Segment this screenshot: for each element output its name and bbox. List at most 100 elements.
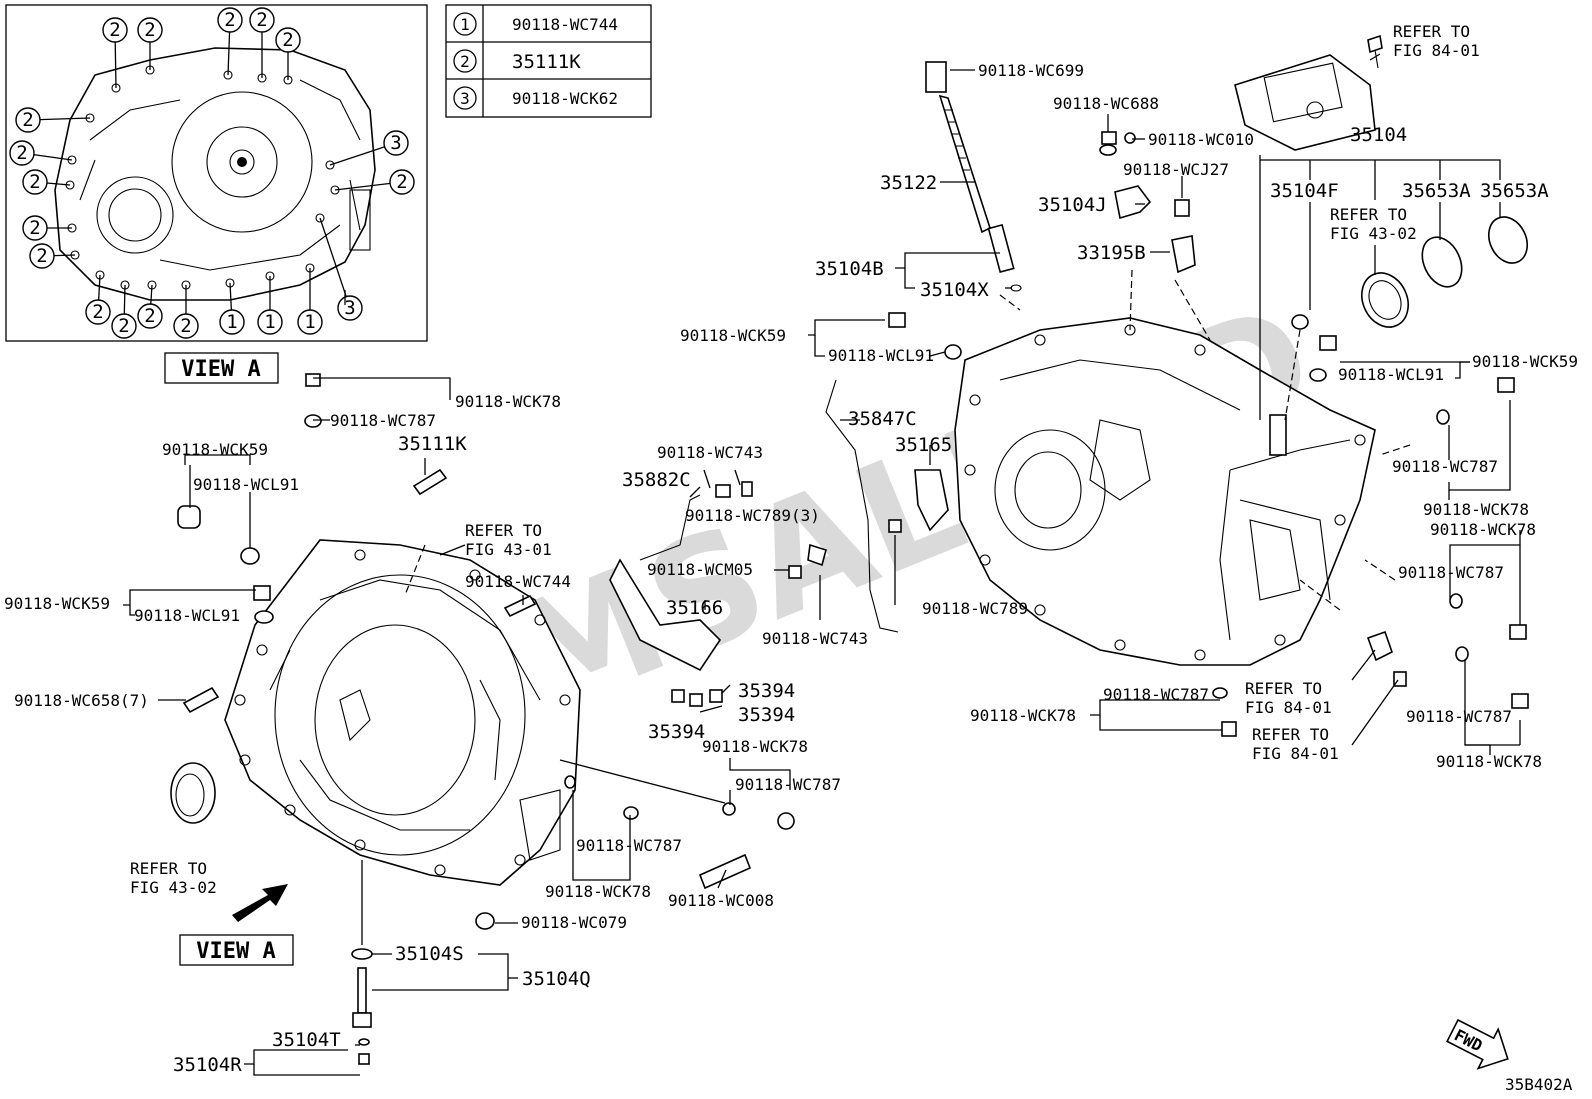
label-35847c: 35847C bbox=[848, 408, 917, 430]
label-wc787-top: 90118-WC787 bbox=[330, 411, 436, 430]
label-wck59-left2: 90118-WCK59 bbox=[4, 594, 110, 613]
label-wc787-r3: 90118-WC787 bbox=[1406, 707, 1512, 726]
oil-seal bbox=[170, 762, 216, 824]
label-35122: 35122 bbox=[880, 172, 937, 194]
view-a-label-top: VIEW A bbox=[164, 352, 279, 384]
label-wc789-3: 90118-WC789(3) bbox=[685, 506, 820, 525]
label-wc699: 90118-WC699 bbox=[978, 61, 1084, 80]
label-35394-b: 35394 bbox=[738, 704, 795, 726]
transaxle-case bbox=[954, 317, 1376, 666]
label-wc658: 90118-WC658(7) bbox=[14, 691, 149, 710]
view-arrow-icon bbox=[232, 884, 288, 922]
legend-num-2: 2 bbox=[460, 52, 470, 71]
label-35394-a: 35394 bbox=[738, 680, 795, 702]
label-35394-c: 35394 bbox=[648, 721, 705, 743]
inset-callout-number: 2 bbox=[109, 19, 120, 41]
label-35111k: 35111K bbox=[398, 433, 467, 455]
label-wc744: 90118-WC744 bbox=[465, 572, 571, 591]
label-refer-84-01-b-2: FIG 84-01 bbox=[1252, 744, 1339, 763]
inset-callout-number: 2 bbox=[22, 109, 33, 131]
label-wcj27: 90118-WCJ27 bbox=[1123, 160, 1229, 179]
converter-housing bbox=[224, 539, 581, 886]
label-35104t: 35104T bbox=[272, 1029, 341, 1051]
svg-text:VIEW A: VIEW A bbox=[181, 357, 260, 382]
label-refer-43-02-bottom-1: REFER TO bbox=[130, 859, 207, 878]
label-wc787-r2: 90118-WC787 bbox=[1398, 563, 1504, 582]
inset-callout-number: 1 bbox=[264, 311, 275, 333]
inset-callout-number: 2 bbox=[224, 9, 235, 31]
label-wcm05: 90118-WCM05 bbox=[647, 560, 753, 579]
label-35104b: 35104B bbox=[815, 258, 884, 280]
inset-callout-number: 2 bbox=[180, 315, 191, 337]
label-refer-84-01-a-1: REFER TO bbox=[1245, 679, 1322, 698]
label-35653a-1: 35653A bbox=[1402, 180, 1471, 202]
legend-table: 1 2 3 90118-WC744 35111K 90118-WCK62 bbox=[445, 4, 652, 118]
inset-callout-number: 3 bbox=[344, 297, 355, 319]
label-wcl91-mid: 90118-WCL91 bbox=[828, 346, 934, 365]
label-35104j: 35104J bbox=[1038, 194, 1107, 216]
label-wcl91-left2: 90118-WCL91 bbox=[134, 606, 240, 625]
inset-callout-number: 2 bbox=[16, 142, 27, 164]
label-refer-43-02-top-2: FIG 43-02 bbox=[1330, 224, 1417, 243]
label-35166: 35166 bbox=[666, 597, 723, 619]
label-wc787-bl: 90118-WC787 bbox=[1103, 685, 1209, 704]
label-wc787-r1: 90118-WC787 bbox=[1392, 457, 1498, 476]
label-wcl91-right: 90118-WCL91 bbox=[1338, 365, 1444, 384]
label-refer-43-02-bottom-2: FIG 43-02 bbox=[130, 878, 217, 897]
label-refer-43-01-1: REFER TO bbox=[465, 521, 542, 540]
inset-callout-number: 2 bbox=[29, 217, 40, 239]
label-35104: 35104 bbox=[1350, 124, 1407, 146]
legend-part-2: 35111K bbox=[512, 51, 581, 73]
label-wcl91-left: 90118-WCL91 bbox=[193, 475, 299, 494]
label-refer-84-01-top-2: FIG 84-01 bbox=[1393, 41, 1480, 60]
inset-callout-number: 2 bbox=[256, 9, 267, 31]
label-wck78-r2: 90118-WCK78 bbox=[1430, 520, 1536, 539]
label-refer-84-01-a-2: FIG 84-01 bbox=[1245, 698, 1332, 717]
inset-callout-number: 1 bbox=[226, 311, 237, 333]
inset-callout-number: 2 bbox=[144, 19, 155, 41]
label-wc743-a: 90118-WC743 bbox=[657, 443, 763, 462]
label-35104x: 35104X bbox=[920, 279, 989, 301]
label-35104s: 35104S bbox=[395, 943, 464, 965]
label-wck78-bl: 90118-WCK78 bbox=[970, 706, 1076, 725]
label-wc787-low: 90118-WC787 bbox=[576, 836, 682, 855]
label-wck59-left: 90118-WCK59 bbox=[162, 440, 268, 459]
view-a-label-bottom: VIEW A bbox=[179, 934, 294, 966]
inset-callout-number: 2 bbox=[92, 301, 103, 323]
part-labels: 90118-WC699 35122 35104B 35104X 90118-WC… bbox=[4, 22, 1578, 1076]
inset-callout-number: 2 bbox=[282, 29, 293, 51]
svg-text:VIEW A: VIEW A bbox=[196, 939, 275, 964]
label-wc688: 90118-WC688 bbox=[1053, 94, 1159, 113]
label-wc010: 90118-WC010 bbox=[1148, 130, 1254, 149]
legend-part-3: 90118-WCK62 bbox=[512, 89, 618, 108]
label-wck78-low: 90118-WCK78 bbox=[545, 882, 651, 901]
inset-callout-number: 2 bbox=[396, 171, 407, 193]
label-35104r: 35104R bbox=[173, 1054, 242, 1076]
label-wc079: 90118-WC079 bbox=[521, 913, 627, 932]
leader-lines bbox=[123, 53, 1521, 1076]
label-35165: 35165 bbox=[895, 434, 952, 456]
label-wck59-mid: 90118-WCK59 bbox=[680, 326, 786, 345]
inset-callout-number: 2 bbox=[36, 245, 47, 267]
inset-callout-number: 2 bbox=[118, 315, 129, 337]
legend-num-3: 3 bbox=[460, 89, 470, 108]
label-refer-84-01-b-1: REFER TO bbox=[1252, 725, 1329, 744]
legend-part-1: 90118-WC744 bbox=[512, 15, 618, 34]
label-33195b: 33195B bbox=[1077, 242, 1146, 264]
inset-callout-number: 1 bbox=[304, 311, 315, 333]
inset-callout-number: 2 bbox=[29, 171, 40, 193]
inset-callout-number: 3 bbox=[390, 132, 401, 154]
label-wck78-r3: 90118-WCK78 bbox=[1436, 752, 1542, 771]
fwd-arrow-icon: FWD bbox=[1446, 1018, 1509, 1070]
label-35882c: 35882C bbox=[622, 469, 691, 491]
label-wc787-mid: 90118-WC787 bbox=[735, 775, 841, 794]
label-35104q: 35104Q bbox=[522, 968, 591, 990]
label-wck78-top: 90118-WCK78 bbox=[455, 392, 561, 411]
label-wck78-r1: 90118-WCK78 bbox=[1423, 500, 1529, 519]
diagram-code: 35B402A bbox=[1505, 1075, 1573, 1094]
label-refer-43-02-top-1: REFER TO bbox=[1330, 205, 1407, 224]
label-wc008: 90118-WC008 bbox=[668, 891, 774, 910]
label-wck59-right: 90118-WCK59 bbox=[1472, 352, 1578, 371]
label-35653a-2: 35653A bbox=[1480, 180, 1549, 202]
legend-num-1: 1 bbox=[460, 15, 470, 34]
